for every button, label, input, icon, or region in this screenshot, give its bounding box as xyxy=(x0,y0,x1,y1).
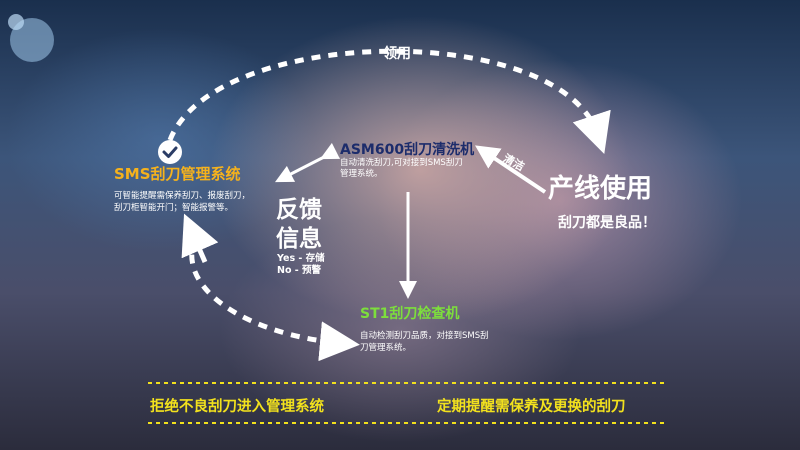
feedback-title: 反馈信息 xyxy=(276,197,322,252)
feedback-details: Yes - 存储 No - 预警 xyxy=(277,253,325,277)
bottom-left-slogan: 拒绝不良刮刀进入管理系统 xyxy=(150,399,324,415)
arrow-asm-sms xyxy=(274,142,341,183)
arrow-clean xyxy=(475,145,547,194)
production-subtitle: 刮刀都是良品！ xyxy=(558,215,656,231)
decorative-circle-small xyxy=(8,14,24,30)
st1-description: 自动检测刮刀品质，对接到SMS刮刀管理系统。 xyxy=(360,331,489,353)
sms-title: SMS刮刀管理系统 xyxy=(114,165,241,183)
sms-description: 可智能提醒需保养刮刀、报废刮刀，刮刀柜智能开门；智能报警等。 xyxy=(114,191,251,213)
st1-title: ST1刮刀检查机 xyxy=(360,306,460,322)
feedback-yes: Yes - 存储 xyxy=(277,253,325,264)
feedback-no: No - 预警 xyxy=(277,265,322,276)
bottom-right-slogan: 定期提醒需保养及更换的刮刀 xyxy=(437,399,626,415)
check-icon xyxy=(158,140,182,164)
arc-dispatch xyxy=(167,48,611,154)
asm-description: 自动清洗刮刀,可对接到SMS刮刀管理系统。 xyxy=(340,158,463,179)
asm-title: ASM600刮刀清洗机 xyxy=(340,142,475,158)
production-title: 产线使用 xyxy=(548,174,653,204)
dispatch-label: 领用 xyxy=(383,46,411,62)
arc-feedback-start xyxy=(181,213,219,263)
